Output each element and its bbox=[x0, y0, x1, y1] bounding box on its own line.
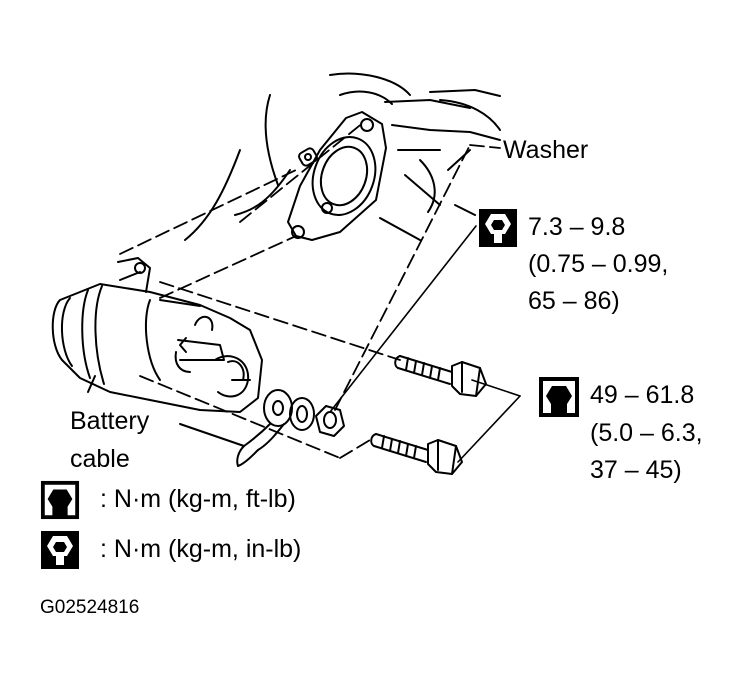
engine-housing bbox=[184, 72, 501, 241]
washer bbox=[289, 397, 315, 431]
nut bbox=[315, 405, 345, 437]
battery-cable-terminal bbox=[179, 389, 293, 467]
torque-spec-2-line1: 49 – 61.8 bbox=[590, 381, 695, 409]
torque-spec-1-line3: 65 – 86) bbox=[528, 287, 620, 315]
battery-cable-label-line1: Battery bbox=[70, 407, 150, 435]
torque-spec-1-line2: (0.75 – 0.99, bbox=[528, 250, 669, 278]
washer-label: Washer bbox=[503, 136, 589, 164]
upper-mounting-bolt bbox=[394, 355, 487, 397]
legend-outline-wrench-icon bbox=[40, 480, 80, 520]
torque-spec-2-line2: (5.0 – 6.3, bbox=[590, 419, 703, 447]
torque-spec-2-line3: 37 – 45) bbox=[590, 456, 682, 484]
leader-lines bbox=[329, 225, 521, 463]
torque-spec-1-line1: 7.3 – 9.8 bbox=[528, 213, 626, 241]
lower-mounting-bolt bbox=[370, 433, 463, 475]
filled-wrench-icon bbox=[479, 209, 517, 247]
starter-motor-body bbox=[51, 257, 263, 413]
legend-filled-wrench-icon bbox=[41, 531, 79, 569]
battery-cable-label-line2: cable bbox=[70, 445, 130, 473]
figure-id: G02524816 bbox=[40, 597, 140, 618]
legend-in-lb: : N·m (kg-m, in-lb) bbox=[100, 535, 302, 563]
outline-wrench-icon bbox=[539, 377, 579, 417]
mounting-flange bbox=[287, 111, 387, 241]
legend-ft-lb: : N·m (kg-m, ft-lb) bbox=[100, 485, 296, 513]
alignment-lines bbox=[119, 121, 501, 459]
